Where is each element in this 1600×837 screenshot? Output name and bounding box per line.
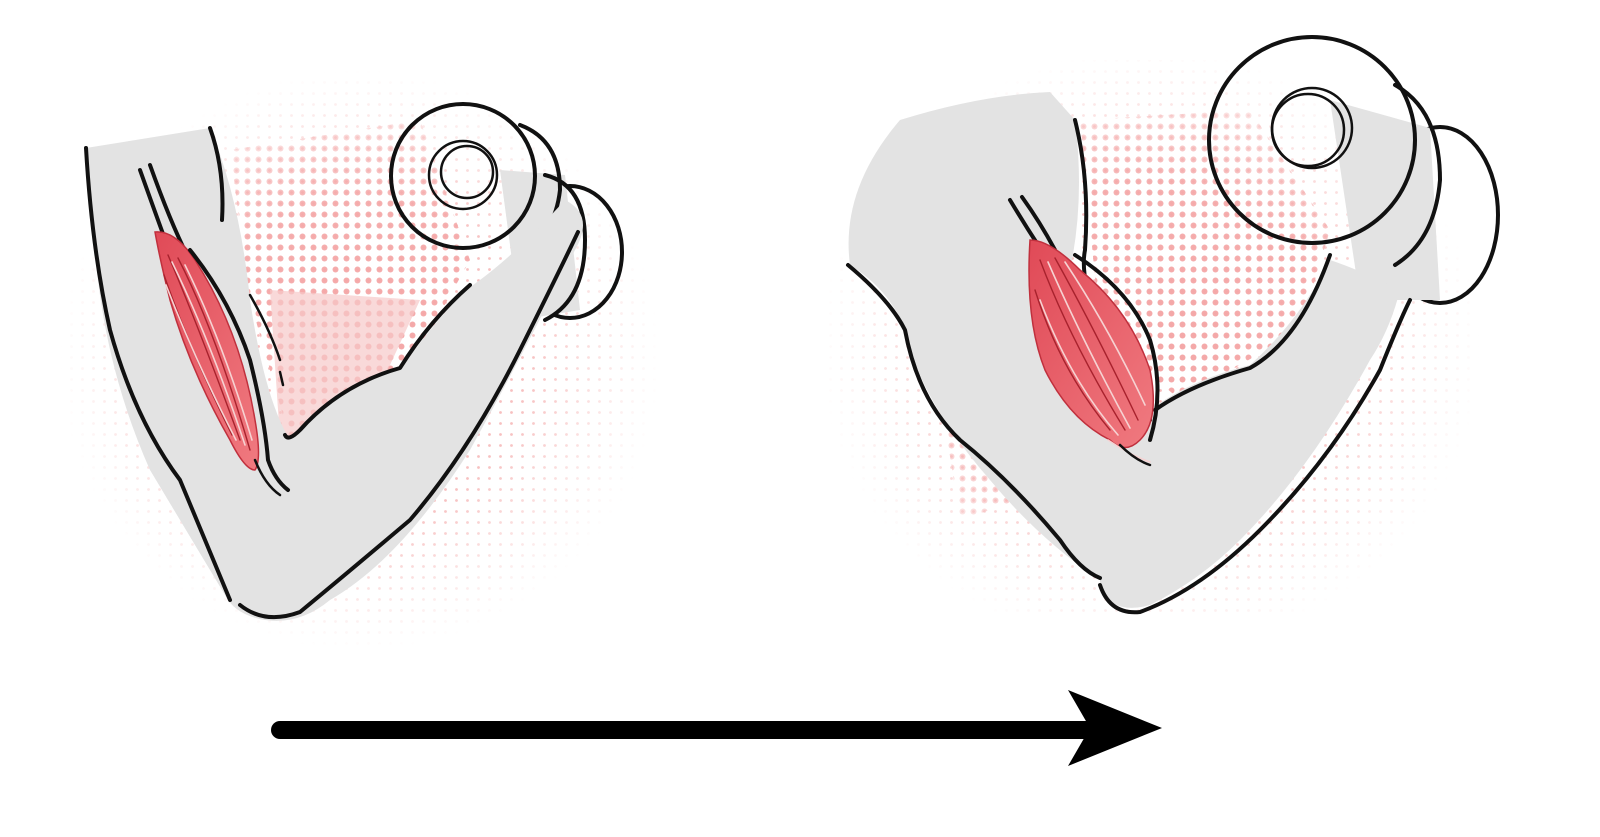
biceps-relaxed-icon (154, 231, 290, 497)
arm-shape-right (848, 92, 1400, 608)
dumbbell-right (1207, 35, 1500, 305)
arm-shape-left (86, 128, 583, 621)
arm-flexed-icon (820, 35, 1500, 620)
arm-relaxed-icon (60, 70, 660, 650)
arrow-right-icon (271, 690, 1162, 766)
biceps-contracted-icon (1028, 239, 1160, 467)
